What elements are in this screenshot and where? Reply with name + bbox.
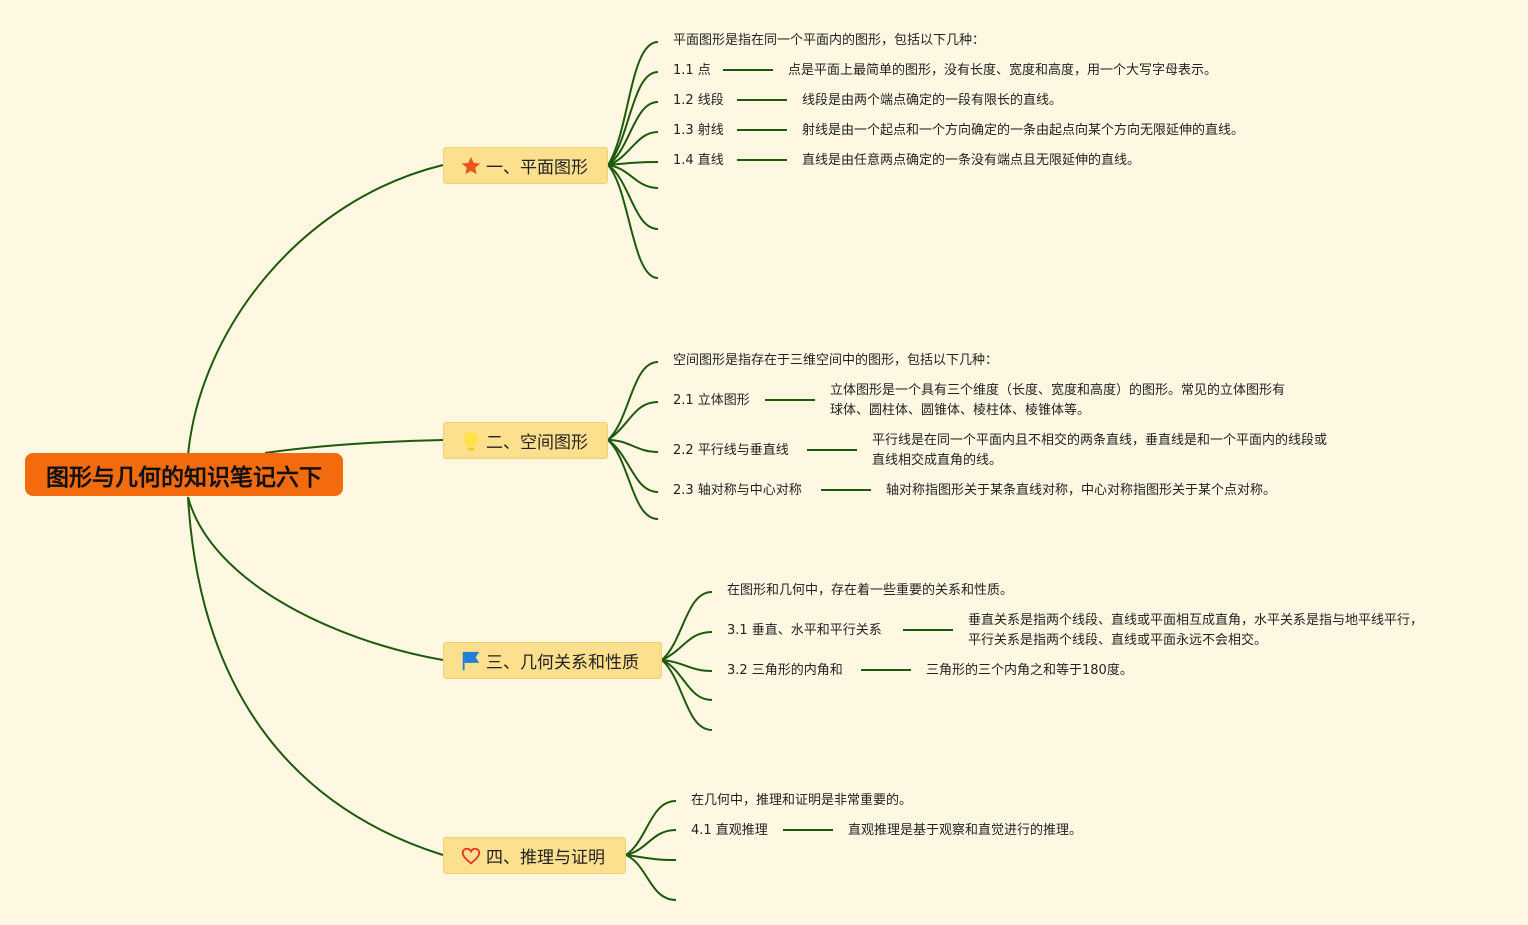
description-line: 立体图形是一个具有三个维度（长度、宽度和高度）的图形。常见的立体图形有 — [830, 383, 1286, 398]
item-description[interactable]: 线段是由两个端点确定的一段有限长的直线。 — [802, 93, 1063, 108]
item-label[interactable]: 3.2 三角形的内角和 — [727, 663, 843, 678]
branch-intro[interactable]: 空间图形是指存在于三维空间中的图形，包括以下几种： — [673, 353, 999, 368]
item-label[interactable]: 1.2 线段 — [673, 93, 724, 108]
lightbulb-icon — [460, 430, 482, 452]
description-line: 垂直关系是指两个线段、直线或平面相互成直角，水平关系是指与地平线平行， — [968, 613, 1424, 628]
item-label[interactable]: 1.4 直线 — [673, 153, 724, 168]
item-label[interactable]: 2.2 平行线与垂直线 — [673, 443, 789, 458]
branch-plane-figures[interactable]: 一、平面图形 — [443, 147, 608, 184]
item-description[interactable]: 立体图形是一个具有三个维度（长度、宽度和高度）的图形。常见的立体图形有 球体、圆… — [830, 381, 1285, 421]
branch-intro[interactable]: 在图形和几何中，存在着一些重要的关系和性质。 — [727, 583, 1014, 598]
root-connector-3 — [187, 496, 444, 661]
branch-geometric-relations[interactable]: 三、几何关系和性质 — [443, 642, 662, 679]
star-icon — [460, 155, 482, 177]
branch-reasoning-proof[interactable]: 四、推理与证明 — [443, 837, 626, 874]
description-line: 平行关系是指两个线段、直线或平面永远不会相交。 — [968, 633, 1268, 648]
item-label[interactable]: 4.1 直观推理 — [691, 823, 768, 838]
flag-icon — [460, 650, 482, 672]
item-description[interactable]: 射线是由一个起点和一个方向确定的一条由起点向某个方向无限延伸的直线。 — [802, 123, 1245, 138]
item-description[interactable]: 点是平面上最简单的图形，没有长度、宽度和高度，用一个大写字母表示。 — [788, 63, 1218, 78]
root-connector-1 — [187, 164, 444, 456]
item-description[interactable]: 平行线是在同一个平面内且不相交的两条直线，垂直线是和一个平面内的线段或 直线相交… — [872, 431, 1327, 471]
item-label[interactable]: 1.1 点 — [673, 63, 711, 78]
item-description[interactable]: 直观推理是基于观察和直觉进行的推理。 — [848, 823, 1083, 838]
description-line: 球体、圆柱体、圆锥体、棱柱体、棱锥体等。 — [830, 403, 1091, 418]
item-label[interactable]: 1.3 射线 — [673, 123, 724, 138]
branch-label: 二、空间图形 — [486, 433, 588, 453]
item-description[interactable]: 直线是由任意两点确定的一条没有端点且无限延伸的直线。 — [802, 153, 1141, 168]
item-label[interactable]: 2.1 立体图形 — [673, 393, 750, 408]
root-topic[interactable]: 图形与几何的知识笔记六下 — [25, 453, 343, 496]
description-line: 平行线是在同一个平面内且不相交的两条直线，垂直线是和一个平面内的线段或 — [872, 433, 1328, 448]
branch-intro[interactable]: 平面图形是指在同一个平面内的图形，包括以下几种： — [673, 33, 986, 48]
heart-icon — [460, 845, 482, 867]
branch-label: 四、推理与证明 — [486, 848, 605, 868]
item-description[interactable]: 三角形的三个内角之和等于180度。 — [926, 663, 1133, 678]
branch-intro[interactable]: 在几何中，推理和证明是非常重要的。 — [691, 793, 913, 808]
item-label[interactable]: 2.3 轴对称与中心对称 — [673, 483, 802, 498]
branch-space-figures[interactable]: 二、空间图形 — [443, 422, 608, 459]
root-connector-4 — [187, 496, 444, 856]
branch-label: 三、几何关系和性质 — [486, 653, 639, 673]
root-connector-2 — [264, 439, 444, 454]
item-description[interactable]: 轴对称指图形关于某条直线对称，中心对称指图形关于某个点对称。 — [886, 483, 1277, 498]
item-description[interactable]: 垂直关系是指两个线段、直线或平面相互成直角，水平关系是指与地平线平行， 平行关系… — [968, 611, 1423, 651]
description-line: 直线相交成直角的线。 — [872, 453, 1003, 468]
branch-label: 一、平面图形 — [486, 158, 588, 178]
item-label[interactable]: 3.1 垂直、水平和平行关系 — [727, 623, 882, 638]
